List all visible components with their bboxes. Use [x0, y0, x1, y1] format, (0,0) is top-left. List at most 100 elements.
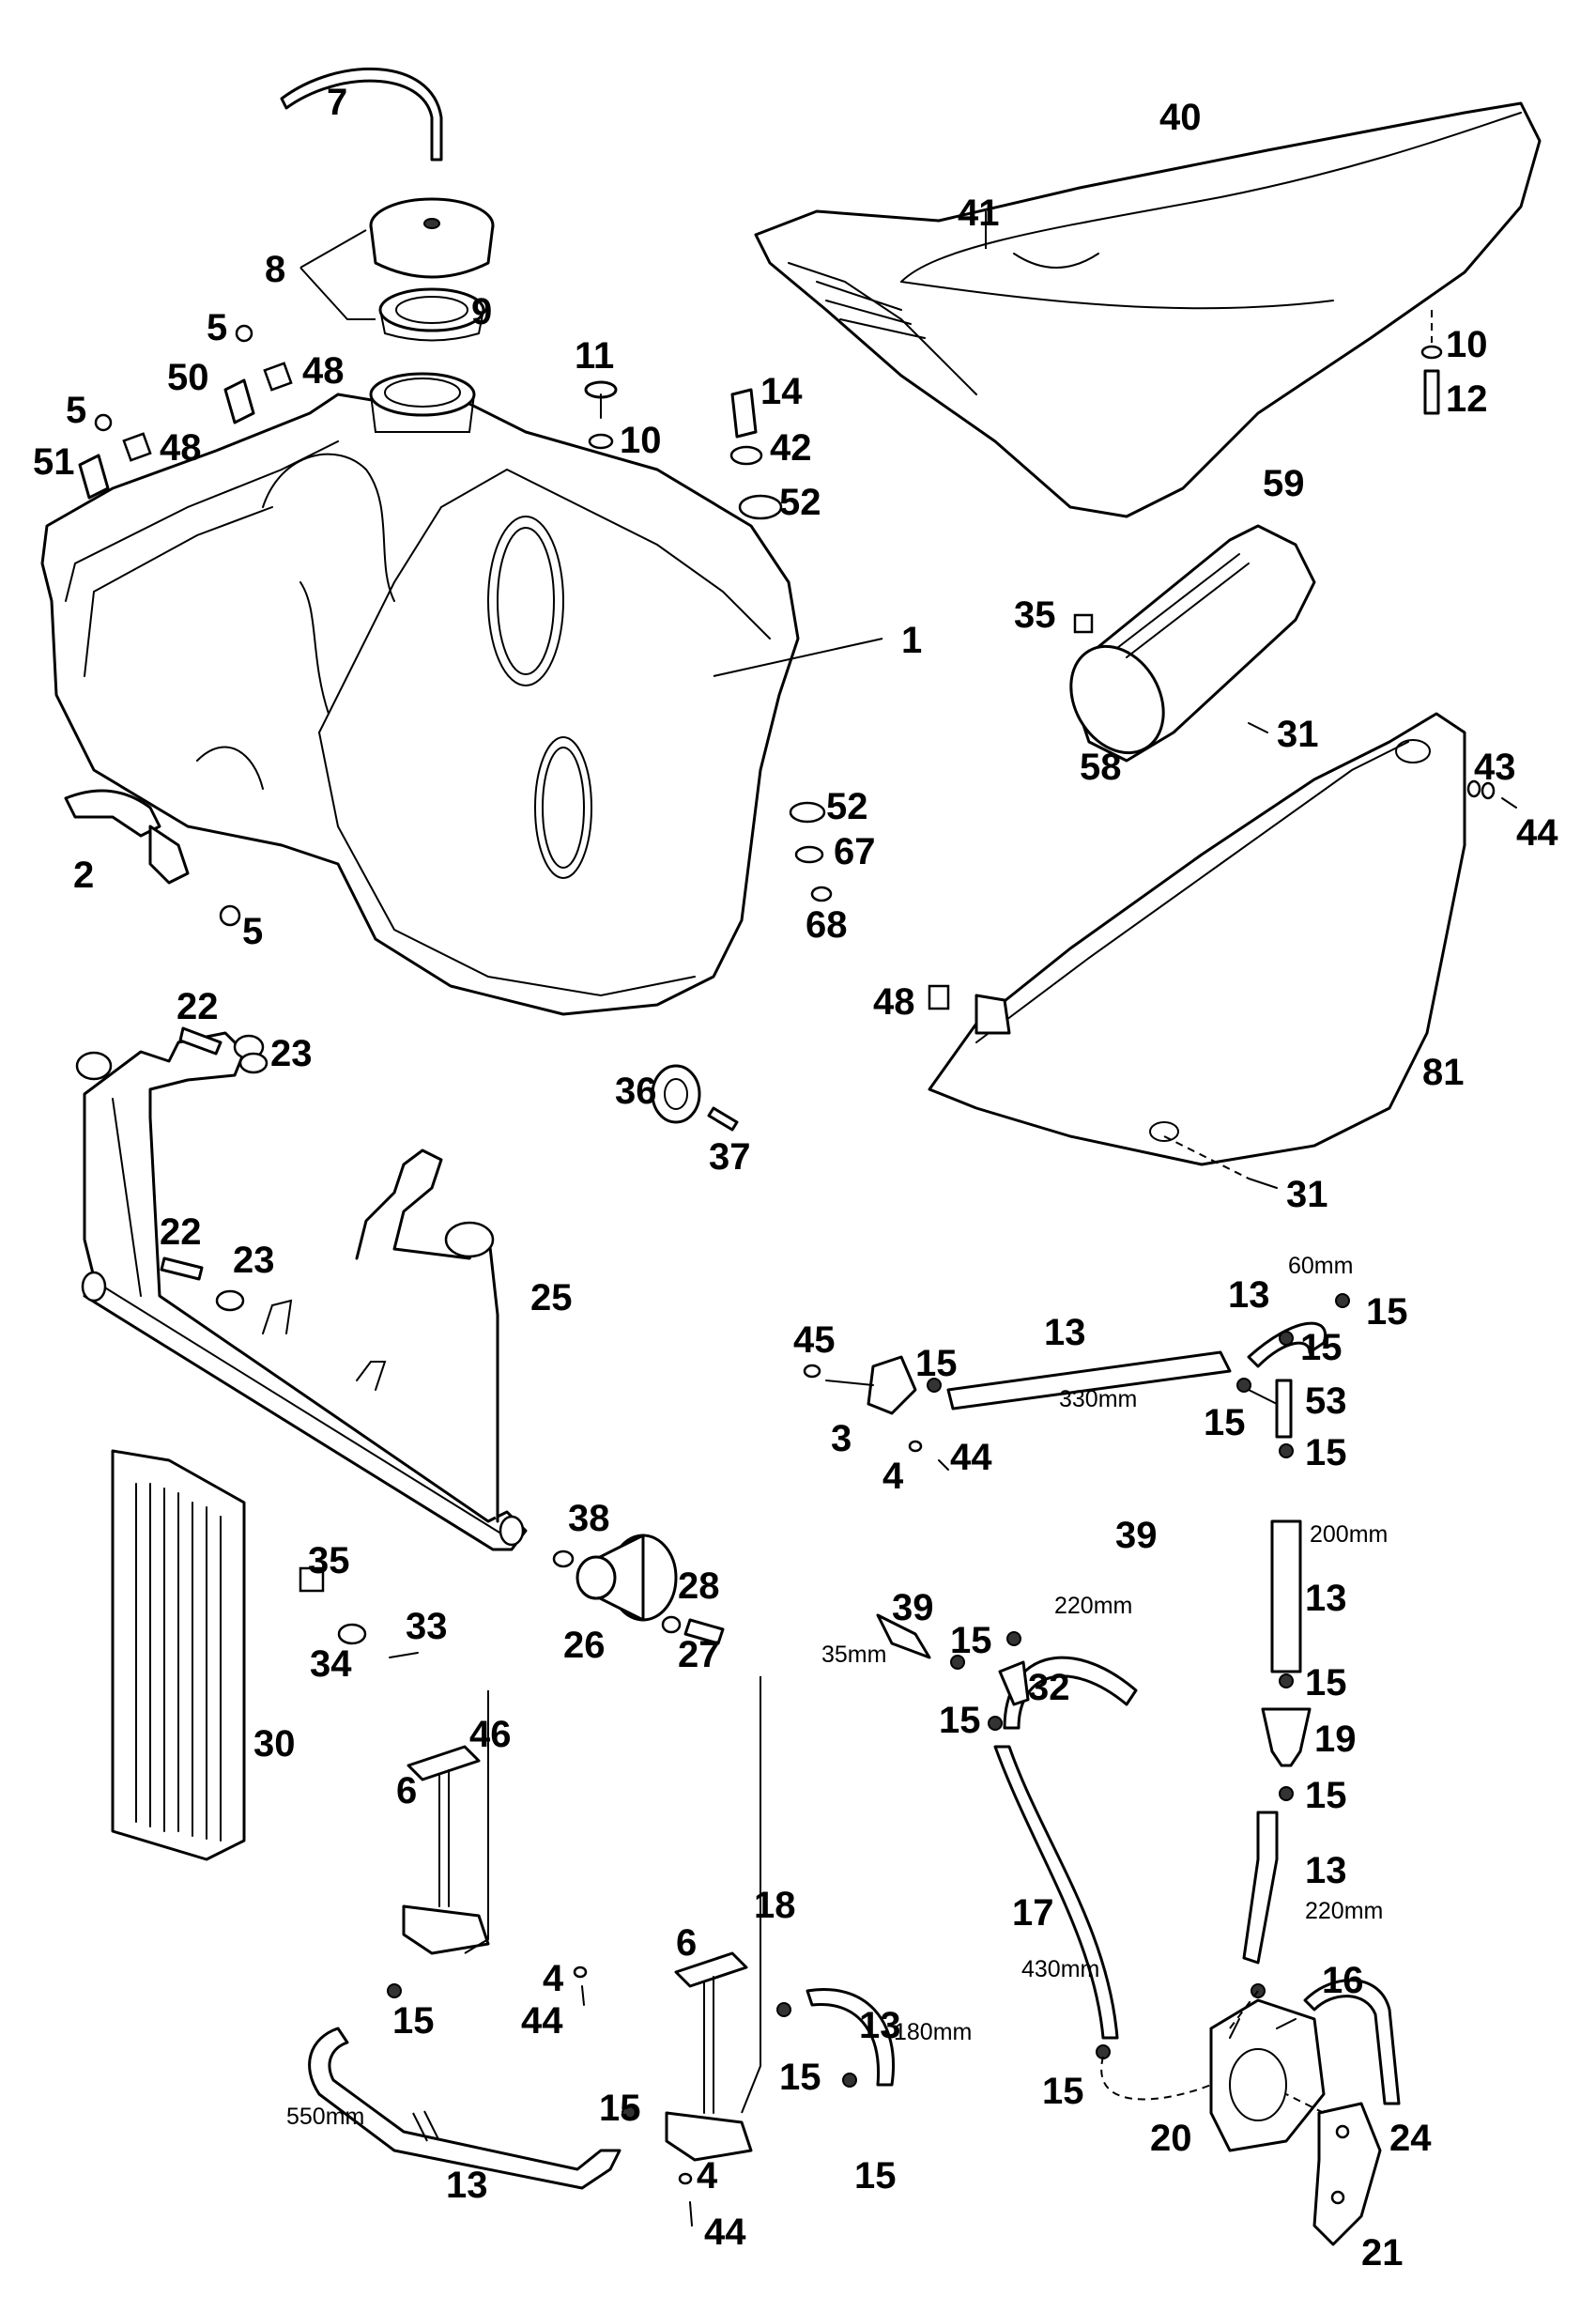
- part-label-26-56: 26: [563, 1625, 606, 1666]
- hose-break-mark: [412, 2110, 439, 2142]
- radiator-guard: [111, 1449, 246, 1861]
- part-label-48-7: 48: [160, 427, 202, 469]
- part-label-30-68: 30: [253, 1723, 296, 1765]
- rubber-buffer: [575, 1534, 678, 1622]
- part-label-31-20: 31: [1277, 714, 1319, 755]
- part-label-11-9: 11: [575, 335, 614, 377]
- part-label-50-5: 50: [167, 357, 209, 398]
- part-label-10-10: 10: [620, 420, 662, 461]
- part-label-48-4: 48: [302, 350, 345, 392]
- part-label-38-53: 38: [568, 1498, 610, 1539]
- part-label-39-54: 39: [1115, 1515, 1158, 1556]
- part-label-53-46: 53: [1305, 1380, 1347, 1422]
- part-label-23-36: 23: [270, 1033, 313, 1074]
- dim-220mm-hose-39: 220mm: [1054, 1593, 1132, 1619]
- part-label-27-57: 27: [678, 1634, 720, 1675]
- part-label-25-39: 25: [530, 1277, 573, 1318]
- part-label-15-47: 15: [1204, 1402, 1246, 1443]
- part-label-15-82: 15: [1042, 2071, 1084, 2112]
- part-label-41-15: 41: [958, 193, 1000, 234]
- part-label-59-18: 59: [1263, 463, 1305, 504]
- part-label-35-19: 35: [1014, 594, 1056, 636]
- part-label-20-83: 20: [1150, 2118, 1192, 2159]
- part-label-21-89: 21: [1361, 2232, 1404, 2274]
- part-label-6-70: 6: [396, 1770, 417, 1811]
- part-label-52-25: 52: [826, 786, 868, 827]
- side-panel: [928, 712, 1466, 1166]
- part-label-48-30: 48: [873, 981, 915, 1023]
- part-label-44-24: 44: [1516, 812, 1558, 854]
- part-label-42-12: 42: [770, 427, 812, 469]
- seat: [754, 101, 1542, 518]
- part-label-19-66: 19: [1314, 1719, 1357, 1760]
- dim-220mm-hose-13: 220mm: [1305, 1898, 1383, 1924]
- part-label-4-49: 4: [882, 1456, 904, 1497]
- part-label-34-59: 34: [310, 1643, 352, 1685]
- part-label-31-34: 31: [1286, 1174, 1328, 1215]
- dim-330mm: 330mm: [1059, 1386, 1137, 1412]
- tool-bag: [1069, 524, 1316, 763]
- part-label-24-84: 24: [1389, 2118, 1432, 2159]
- dim-430mm: 430mm: [1021, 1956, 1099, 1982]
- part-label-32-62: 32: [1028, 1667, 1070, 1708]
- part-label-17-72: 17: [1012, 1892, 1054, 1934]
- part-label-2-28: 2: [73, 855, 94, 896]
- dim-200mm: 200mm: [1310, 1521, 1388, 1548]
- part-label-43-23: 43: [1474, 747, 1516, 788]
- fuel-filter: [1261, 1707, 1312, 1767]
- part-label-5-3: 5: [207, 307, 227, 348]
- part-label-15-65: 15: [1305, 1662, 1347, 1703]
- dim-180mm: 180mm: [894, 2019, 972, 2045]
- carburetor: [1209, 1998, 1382, 2246]
- breather-hose: [280, 67, 443, 162]
- part-label-13-43: 13: [1228, 1274, 1270, 1316]
- part-label-13-71: 13: [1305, 1850, 1347, 1891]
- part-label-33-58: 33: [406, 1606, 448, 1647]
- part-label-18-73: 18: [754, 1885, 796, 1926]
- part-label-36-32: 36: [615, 1071, 657, 1112]
- part-label-13-42: 13: [1044, 1312, 1086, 1353]
- part-label-4-75: 4: [543, 1958, 564, 1999]
- part-label-13-85: 13: [446, 2165, 488, 2206]
- part-labels: 7895485054851111014425240411012593531581…: [33, 82, 1558, 2274]
- part-label-68-27: 68: [806, 904, 848, 946]
- part-label-13-63: 13: [1305, 1578, 1347, 1619]
- part-label-44-88: 44: [704, 2212, 746, 2253]
- hoses: [308, 1321, 1401, 2190]
- dimension-labels: 60mm 330mm 200mm 220mm 220mm 35mm 430mm …: [286, 1253, 1388, 2130]
- part-label-15-67: 15: [1305, 1775, 1347, 1816]
- part-label-6-74: 6: [676, 1922, 697, 1964]
- part-label-5-6: 5: [66, 390, 86, 431]
- leader-lines: [299, 211, 1433, 2114]
- part-label-35-52: 35: [308, 1540, 350, 1581]
- part-label-15-44: 15: [1366, 1291, 1408, 1333]
- part-label-10-16: 10: [1446, 324, 1488, 365]
- part-label-44-50: 44: [950, 1437, 992, 1478]
- part-label-44-76: 44: [521, 2000, 563, 2042]
- part-label-81-31: 81: [1422, 1052, 1465, 1093]
- dim-550mm: 550mm: [286, 2104, 364, 2130]
- part-label-1-22: 1: [901, 620, 922, 661]
- part-label-15-77: 15: [392, 2000, 435, 2042]
- part-label-51-8: 51: [33, 441, 75, 483]
- part-label-37-33: 37: [709, 1136, 751, 1178]
- fuel-tank: [40, 372, 800, 1016]
- part-label-52-13: 52: [779, 482, 821, 523]
- part-label-12-17: 12: [1446, 378, 1488, 420]
- part-label-45-40: 45: [793, 1319, 836, 1361]
- part-label-22-35: 22: [176, 986, 219, 1027]
- part-label-13-78: 13: [859, 2005, 901, 2046]
- fuel-taps: [402, 1745, 753, 2162]
- part-label-15-61: 15: [950, 1620, 992, 1661]
- dim-60mm: 60mm: [1288, 1253, 1353, 1279]
- part-label-39-60: 39: [892, 1587, 934, 1628]
- part-label-16-79: 16: [1322, 1960, 1364, 2001]
- dim-35mm: 35mm: [821, 1642, 886, 1668]
- part-label-22-37: 22: [160, 1211, 202, 1253]
- fasteners: [64, 324, 1517, 2227]
- grommet: [651, 1064, 701, 1124]
- part-label-58-21: 58: [1080, 747, 1122, 788]
- part-label-67-26: 67: [834, 831, 876, 872]
